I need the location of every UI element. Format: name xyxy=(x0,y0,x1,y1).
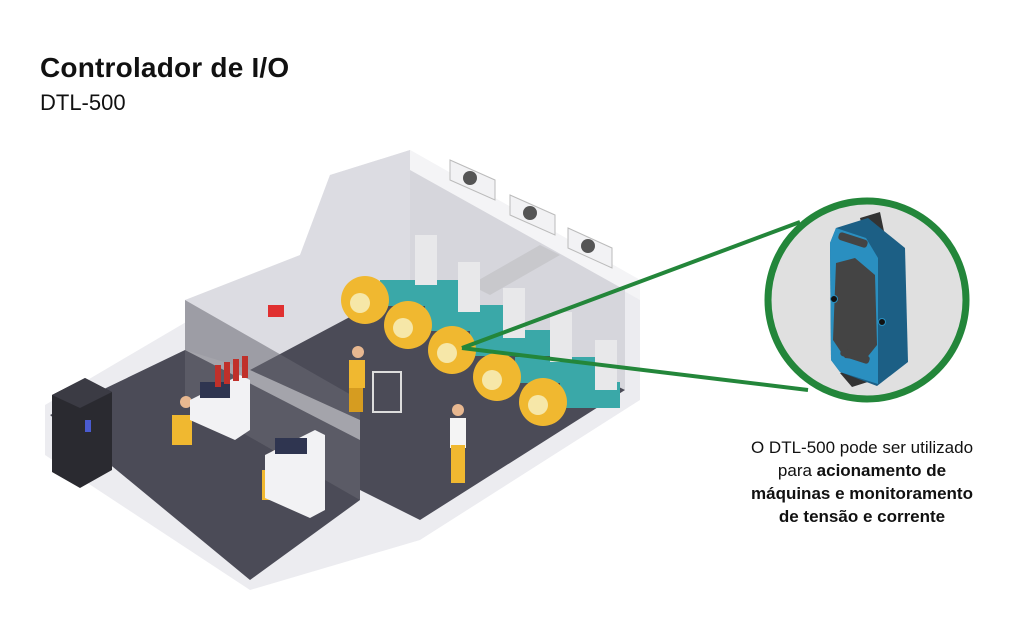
description-line-1: O DTL-500 pode ser utilizado xyxy=(750,438,974,457)
product-description: O DTL-500 pode ser utilizado para aciona… xyxy=(700,436,1024,528)
control-desks xyxy=(190,375,325,518)
gas-cylinders xyxy=(215,356,248,387)
dtl-500-device-icon xyxy=(830,212,908,387)
factory-floor xyxy=(250,285,625,520)
product-model: DTL-500 xyxy=(40,90,126,115)
server-rack xyxy=(52,378,112,488)
callout-line-top xyxy=(461,220,801,350)
description-line-2-bold: acionamento de xyxy=(816,461,947,480)
description-line-3: máquinas e monitoramento xyxy=(751,484,973,503)
cart xyxy=(372,371,402,413)
description-line-4: de tensão e corrente xyxy=(778,507,946,526)
ac-units xyxy=(449,159,613,269)
air-duct xyxy=(470,245,560,295)
description-line-2-regular: para xyxy=(777,461,817,480)
page-title: Controlador de I/O xyxy=(40,52,290,83)
callout-line-bottom xyxy=(461,346,809,392)
alarm-sign xyxy=(268,305,284,317)
